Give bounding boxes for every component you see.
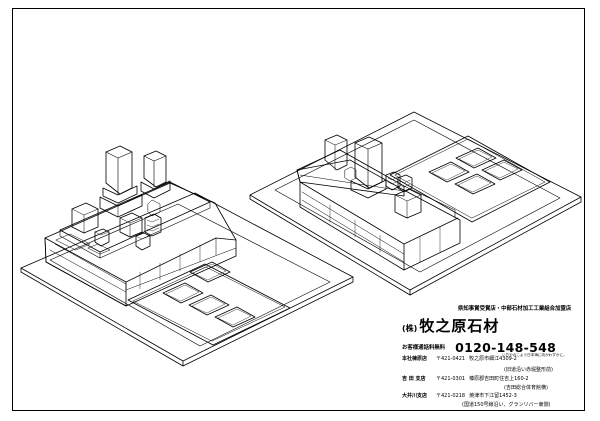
- association-text: 県知事賞受賞店・中部石材加工工業組合加盟店: [458, 306, 572, 312]
- company-brand: (株)牧之原石材: [402, 317, 500, 335]
- free-dial-label: お客様通話料無料: [402, 345, 446, 352]
- sheet-border: [12, 8, 585, 411]
- phone-note: いちやのこよう日本海に向かわずかに。: [502, 353, 567, 357]
- branch-postal: 〒421-0301: [436, 376, 466, 382]
- phone-row: お客様通話料無料 0120-148-548: [402, 340, 557, 355]
- right-grave-plot: [249, 111, 582, 296]
- left-grave-plot: [20, 145, 354, 367]
- branch-note: (吉田総合体育館横): [504, 385, 548, 391]
- company-type: (株): [402, 324, 418, 333]
- branch-name: 吉 田 支店: [402, 376, 426, 382]
- branch-postal: 〒421-0218: [436, 393, 466, 399]
- branch-postal: 〒421-0421: [436, 356, 466, 362]
- branch-address: 榛原郡吉田町住吉上160-2: [469, 376, 529, 382]
- branch-note: (国道150号線沿い、グランリバー東側): [462, 402, 551, 408]
- branch-address: 焼津市下江留1452-3: [469, 393, 517, 399]
- branch-name: 大井川支店: [402, 393, 428, 399]
- branch-name: 本社棟原店: [402, 356, 428, 362]
- phone-number: 0120-148-548: [455, 340, 557, 355]
- branch-note: (旧道沿い赤堀整形前): [504, 367, 553, 373]
- company-name: 牧之原石材: [419, 317, 500, 335]
- branch-address: 牧之原市細江4309-2: [469, 356, 517, 362]
